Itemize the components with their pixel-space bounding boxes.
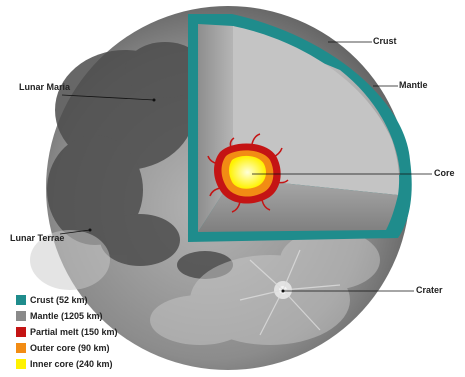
label-lunar-terrae: Lunar Terrae: [10, 233, 65, 243]
legend-item-crust: Crust (52 km): [16, 292, 118, 308]
crater-mark: [239, 249, 341, 336]
lunar-terrae-highlights: [30, 230, 380, 345]
legend-swatch-outer-core: [16, 343, 26, 353]
legend-label-mantle: Mantle (1205 km): [30, 311, 103, 321]
mantle-back-wall-right: [233, 26, 400, 195]
legend-swatch-crust: [16, 295, 26, 305]
core-assembly: [207, 133, 289, 213]
leader-lines: [59, 41, 432, 292]
label-crater: Crater: [416, 285, 443, 295]
legend: Crust (52 km) Mantle (1205 km) Partial m…: [16, 292, 118, 372]
legend-item-inner-core: Inner core (240 km): [16, 356, 118, 372]
legend-label-outer-core: Outer core (90 km): [30, 343, 110, 353]
legend-swatch-partial-melt: [16, 327, 26, 337]
label-crust: Crust: [373, 36, 397, 46]
leader-dots: [88, 98, 285, 293]
legend-item-partial-melt: Partial melt (150 km): [16, 324, 118, 340]
label-mantle: Mantle: [399, 80, 428, 90]
legend-label-crust: Crust (52 km): [30, 295, 88, 305]
legend-swatch-mantle: [16, 311, 26, 321]
label-core: Core: [434, 168, 455, 178]
legend-label-partial-melt: Partial melt (150 km): [30, 327, 118, 337]
label-lunar-maria: Lunar Maria: [19, 82, 71, 92]
legend-swatch-inner-core: [16, 359, 26, 369]
legend-label-inner-core: Inner core (240 km): [30, 359, 113, 369]
legend-item-outer-core: Outer core (90 km): [16, 340, 118, 356]
lunar-maria-patches: [47, 42, 233, 279]
legend-item-mantle: Mantle (1205 km): [16, 308, 118, 324]
inner-core-layer: [229, 155, 266, 189]
